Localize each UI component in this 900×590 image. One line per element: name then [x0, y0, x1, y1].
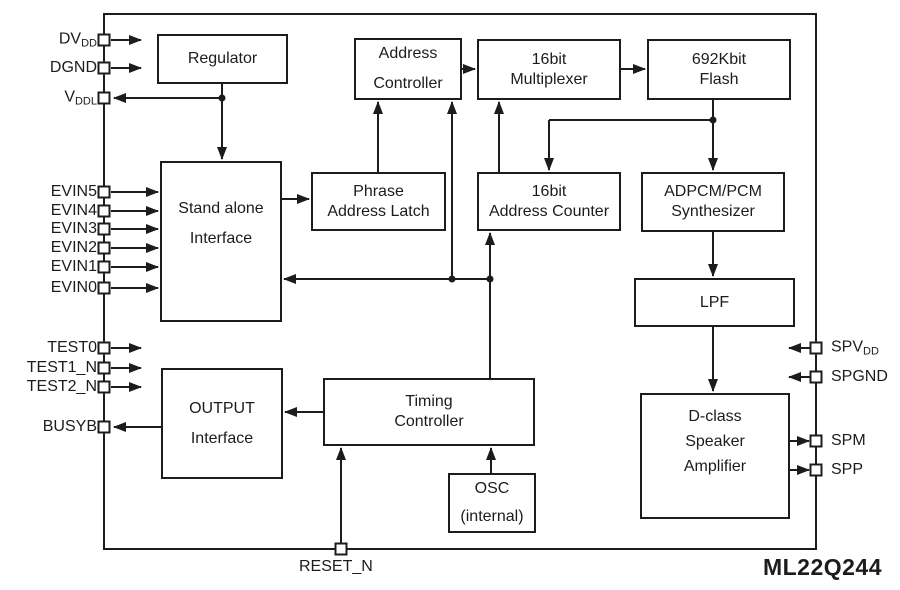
- block-adpcm-pcm-synthesizer: ADPCM/PCM Synthesizer: [641, 172, 785, 232]
- pin-evin2: [97, 241, 111, 255]
- block-standalone-interface: Stand alone Interface: [160, 161, 282, 322]
- block-label: Phrase: [353, 182, 404, 200]
- pin-spgnd: [809, 370, 823, 384]
- pin-evin0: [97, 281, 111, 295]
- block-label: Controller: [373, 75, 443, 92]
- pin-evin4: [97, 204, 111, 218]
- block-label: D-class: [688, 407, 742, 425]
- block-692kbit-flash: 692Kbit Flash: [647, 39, 791, 100]
- junction-dots: [218, 94, 717, 283]
- block-label: Synthesizer: [671, 203, 755, 220]
- pin-label-test0: TEST0: [47, 339, 97, 356]
- pin-label-evin5: EVIN5: [50, 183, 97, 200]
- pin-label-evin0: EVIN0: [50, 279, 97, 296]
- part-number: ML22Q244: [762, 554, 882, 580]
- pin-label-vddl: VDDL: [64, 88, 97, 108]
- block-label: Timing: [405, 393, 453, 410]
- pin-resetn: [334, 542, 348, 556]
- block-label: Amplifier: [683, 457, 747, 475]
- pin-evin5: [97, 185, 111, 199]
- pin-test0: [97, 341, 111, 355]
- pin-label-evin2: EVIN2: [50, 239, 97, 256]
- block-label: 16bit: [531, 182, 567, 200]
- block-address-controller: Address Controller: [354, 38, 462, 100]
- block-label: Flash: [699, 70, 739, 88]
- pin-test1n: [97, 361, 111, 375]
- block-label: OUTPUT: [189, 399, 255, 417]
- block-label: LPF: [699, 293, 730, 311]
- pin-evin1: [97, 260, 111, 274]
- pin-label-spm: SPM: [831, 432, 866, 449]
- block-phrase-address-latch: Phrase Address Latch: [311, 172, 446, 231]
- block-regulator: Regulator: [157, 34, 288, 84]
- pin-pads: [97, 33, 823, 556]
- pin-label-resetn: RESET_N: [299, 558, 373, 575]
- block-label: Interface: [190, 429, 254, 447]
- block-osc-internal: OSC (internal): [448, 473, 536, 533]
- pin-spm: [809, 434, 823, 448]
- block-label: ADPCM/PCM: [664, 183, 762, 200]
- block-16bit-address-counter: 16bit Address Counter: [477, 172, 621, 231]
- block-label: Controller: [394, 413, 464, 430]
- block-label: OSC: [474, 480, 510, 497]
- pin-label-test1n: TEST1_N: [26, 359, 97, 376]
- block-dclass-speaker-amplifier: D-class Speaker Amplifier: [640, 393, 790, 519]
- block-label: Address: [378, 45, 438, 62]
- pin-dgnd: [97, 61, 111, 75]
- block-label: Speaker: [685, 432, 745, 450]
- block-label: Address Counter: [488, 202, 610, 220]
- block-output-interface: OUTPUT Interface: [161, 368, 283, 479]
- block-label: 692Kbit: [691, 50, 747, 68]
- block-label: (internal): [460, 508, 524, 525]
- pin-label-spp: SPP: [831, 461, 864, 478]
- pin-spvdd: [809, 341, 823, 355]
- pin-label-evin3: EVIN3: [50, 220, 97, 237]
- pin-label-dvdd: DVDD: [58, 30, 97, 50]
- block-label: 16bit: [531, 50, 567, 68]
- pin-label-test2n: TEST2_N: [26, 378, 97, 395]
- block-timing-controller: Timing Controller: [323, 378, 535, 446]
- pin-busyb: [97, 420, 111, 434]
- pin-vddl: [97, 91, 111, 105]
- block-label: Address Latch: [327, 202, 430, 220]
- pin-label-busyb: BUSYB: [42, 418, 97, 435]
- block-16bit-multiplexer: 16bit Multiplexer: [477, 39, 621, 100]
- pin-label-spgnd: SPGND: [831, 368, 888, 385]
- connection-lines: [111, 35, 810, 544]
- pin-label-evin4: EVIN4: [50, 202, 97, 219]
- pin-label-evin1: EVIN1: [50, 258, 97, 275]
- block-label: Multiplexer: [510, 70, 588, 88]
- block-label: Regulator: [187, 50, 258, 67]
- block-lpf: LPF: [634, 278, 795, 327]
- pin-label-spvdd: SPVDD: [831, 338, 879, 358]
- block-label: Stand alone: [178, 199, 264, 217]
- pin-spp: [809, 463, 823, 477]
- block-label: Interface: [189, 229, 253, 247]
- pin-test2n: [97, 380, 111, 394]
- pin-evin3: [97, 222, 111, 236]
- pin-dvdd: [97, 33, 111, 47]
- pin-label-dgnd: DGND: [49, 59, 97, 76]
